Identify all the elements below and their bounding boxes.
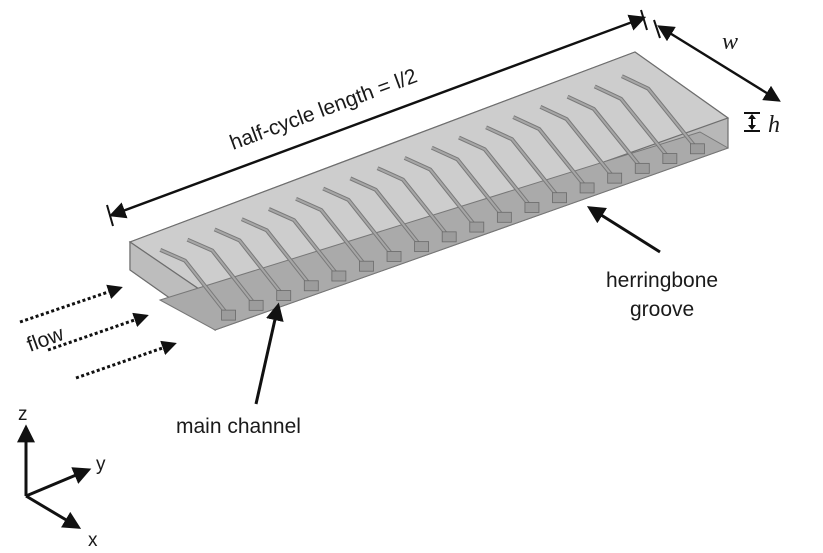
groove-step xyxy=(386,251,402,262)
half-cycle-tick-right xyxy=(640,9,648,31)
groove-step xyxy=(552,192,567,204)
groove-step xyxy=(221,309,236,321)
half-cycle-arrow xyxy=(108,14,647,219)
axes-triad xyxy=(17,424,92,529)
flow-label: flow xyxy=(24,322,68,357)
groove-step xyxy=(469,221,485,233)
groove-step xyxy=(303,280,319,292)
groove-step xyxy=(634,162,650,174)
groove-step xyxy=(579,182,595,194)
axis-x-label: x xyxy=(88,530,98,551)
herringbone-pointer xyxy=(586,206,661,254)
groove-highlight xyxy=(241,218,310,284)
width-label: w xyxy=(722,29,738,55)
axis-y-line xyxy=(25,467,92,498)
width-arrow xyxy=(657,25,781,102)
height-marker xyxy=(744,112,760,132)
height-label: h xyxy=(768,112,780,138)
groove-highlight xyxy=(159,248,227,313)
herringbone-label-line2: groove xyxy=(630,298,694,321)
main-channel-label: main channel xyxy=(176,415,301,438)
groove-step xyxy=(524,202,540,213)
groove-step xyxy=(441,231,457,243)
axis-z-label: z xyxy=(18,404,28,425)
groove-step xyxy=(690,143,705,155)
axis-y-label: y xyxy=(96,454,106,475)
width-tick-left xyxy=(653,19,661,39)
flow-arrows xyxy=(19,284,177,380)
half-cycle-label: half-cycle length = l/2 xyxy=(227,64,421,154)
groove-step xyxy=(662,153,678,164)
groove-step xyxy=(248,299,264,311)
herringbone-label-line1: herringbone xyxy=(606,269,718,292)
groove-step xyxy=(276,290,292,301)
groove-step xyxy=(331,270,347,282)
groove-step xyxy=(607,172,623,184)
groove-step xyxy=(496,211,512,223)
groove-step xyxy=(359,260,374,272)
groove-highlight xyxy=(187,238,254,303)
axis-x-line xyxy=(25,494,82,529)
groove-highlight xyxy=(214,228,282,294)
half-cycle-tick-left xyxy=(106,204,114,227)
main-channel-pointer xyxy=(254,302,284,405)
groove-step xyxy=(414,241,430,253)
